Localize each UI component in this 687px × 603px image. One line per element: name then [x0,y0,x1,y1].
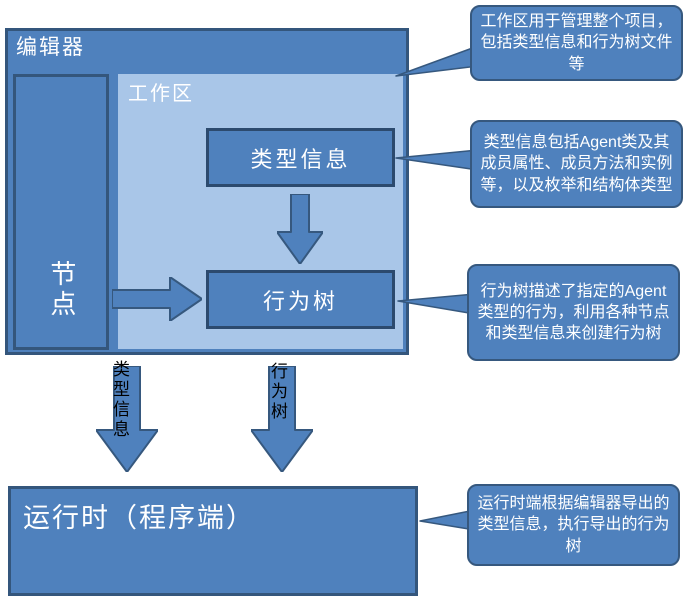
flow-label-type-info: 类型信息 [110,360,129,440]
callout-workspace-text: 工作区用于管理整个项目，包括类型信息和行为树文件等 [480,13,673,73]
callout-tail-behavior-tree [397,293,476,315]
editor-title: 编辑器 [16,36,85,59]
callout-type-info-text: 类型信息包括Agent类及其成员属性、成员方法和实例等，以及枚举和结构体类型 [480,134,673,194]
export-type-info-arrow-icon [96,366,158,472]
right-arrow-shape [112,277,202,321]
callout-behavior-tree: 行为树描述了指定的Agent类型的行为，利用各种节点和类型信息来创建行为树 [467,264,680,361]
export-behavior-tree-arrow-shape [251,366,313,472]
callout-type-info: 类型信息包括Agent类及其成员属性、成员方法和实例等，以及枚举和结构体类型 [470,120,683,208]
export-behavior-tree-arrow-icon [251,366,313,472]
callout-runtime-text: 运行时端根据编辑器导出的类型信息，执行导出的行为树 [477,495,670,555]
export-type-info-arrow-shape [96,366,158,472]
down-arrow-icon [277,194,323,264]
type-info-box: 类型信息 [206,128,395,187]
right-arrow-icon [112,277,202,321]
runtime-box: 运行时（程序端） [8,486,418,596]
workspace-title: 工作区 [128,83,194,105]
runtime-title: 运行时（程序端） [23,503,255,533]
down-arrow-shape [277,194,323,264]
callout-runtime: 运行时端根据编辑器导出的类型信息，执行导出的行为树 [467,484,680,566]
node-panel-label: 节点 [46,260,77,320]
flow-label-behavior-tree: 行为树 [268,362,287,422]
behavior-tree-box: 行为树 [206,270,395,329]
node-panel [13,74,109,350]
callout-workspace: 工作区用于管理整个项目，包括类型信息和行为树文件等 [470,5,683,81]
callout-behavior-tree-text: 行为树描述了指定的Agent类型的行为，利用各种节点和类型信息来创建行为树 [477,282,670,343]
